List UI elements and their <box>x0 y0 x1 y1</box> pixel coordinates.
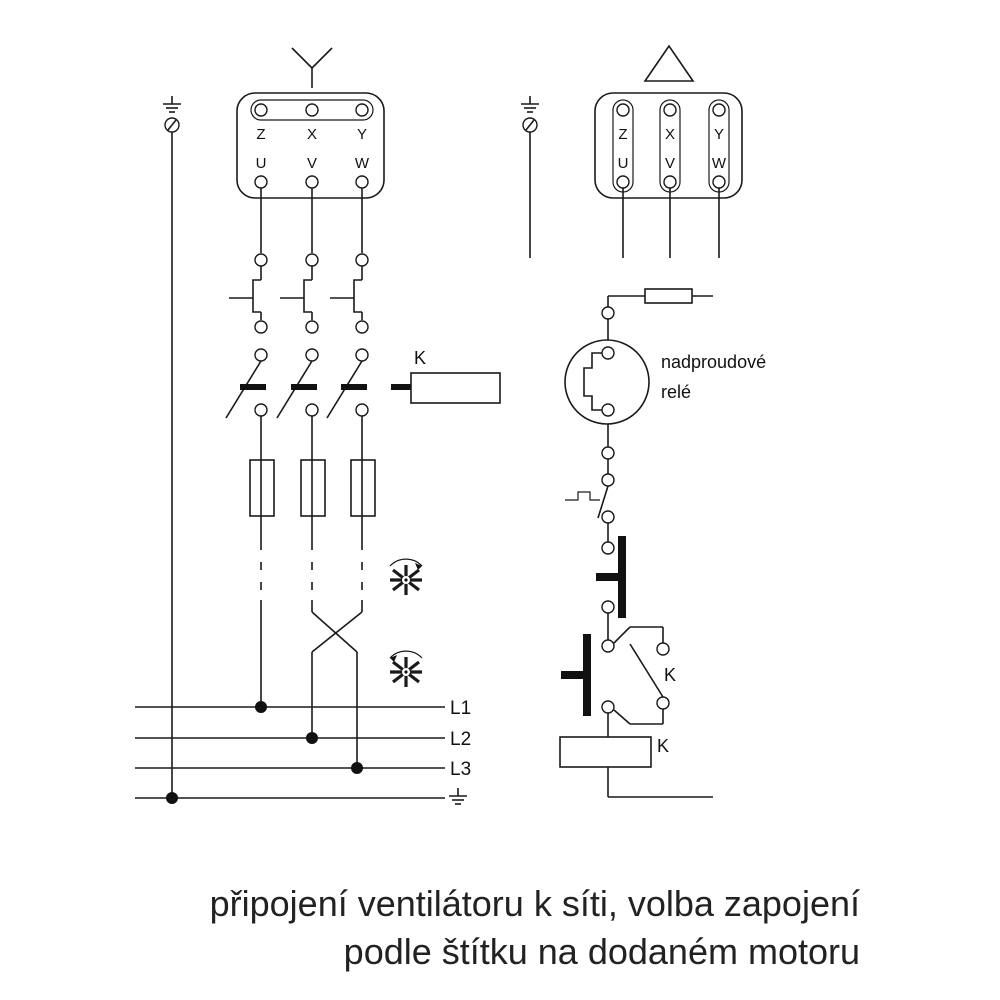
star-terminal-v: V <box>307 155 317 172</box>
control-circuit: K K <box>559 288 713 798</box>
star-terminal-u: U <box>256 155 267 172</box>
caption-line-2: podle štítku na dodaném motoru <box>343 931 860 972</box>
overload-relay-label-line2: relé <box>661 382 691 402</box>
delta-terminal-x: X <box>665 126 675 143</box>
contactor-k: K <box>391 348 501 404</box>
bus-label-l1: L1 <box>450 698 471 719</box>
ground-terminal-left <box>163 96 181 797</box>
bus-label-l2: L2 <box>450 729 471 750</box>
supply-bus: L1 L2 L3 <box>135 698 471 805</box>
delta-terminal-y: Y <box>714 126 724 143</box>
ground-terminal-right <box>521 96 539 258</box>
delta-terminal-box: Z X Y U V W <box>594 92 743 258</box>
overload-relay-label-line1: nadproudové <box>661 352 766 372</box>
wiring-diagram: Z X Y U V W <box>135 44 766 805</box>
fan-rotation-icon-2 <box>389 650 423 687</box>
star-terminal-box: Z X Y U V W <box>236 92 385 199</box>
star-symbol <box>291 47 333 88</box>
delta-terminal-v: V <box>665 155 675 172</box>
aux-contact-k-label: K <box>664 665 676 685</box>
star-terminal-z: Z <box>256 126 265 143</box>
star-terminal-x: X <box>307 126 317 143</box>
delta-terminal-z: Z <box>618 126 627 143</box>
caption-line-1: připojení ventilátoru k síti, volba zapo… <box>209 883 860 924</box>
delta-terminal-u: U <box>618 155 629 172</box>
star-terminal-w: W <box>355 155 370 172</box>
caption: připojení ventilátoru k síti, volba zapo… <box>60 880 860 976</box>
delta-symbol <box>643 44 695 82</box>
ground-icon <box>449 788 467 805</box>
delta-terminal-w: W <box>712 155 727 172</box>
contactor-k-label: K <box>414 348 426 368</box>
coil-k-label: K <box>657 736 669 756</box>
fan-rotation-icon-1 <box>389 558 423 595</box>
phase-wires <box>225 188 376 767</box>
bus-label-l3: L3 <box>450 759 471 780</box>
star-terminal-y: Y <box>357 126 367 143</box>
